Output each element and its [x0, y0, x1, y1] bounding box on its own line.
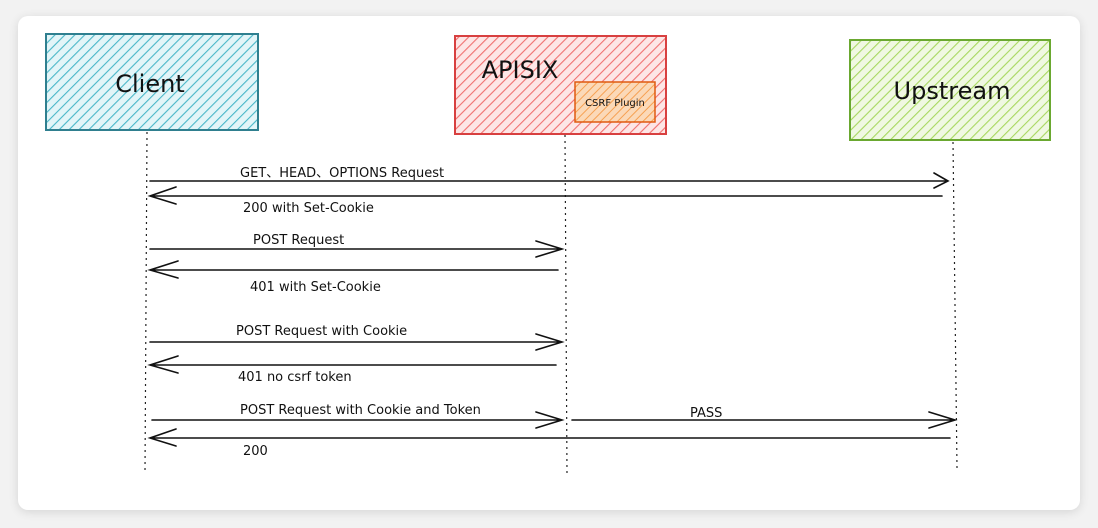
- message-401-no-token: 401 no csrf token: [147, 355, 557, 385]
- message-label: 401 no csrf token: [238, 370, 352, 385]
- arrow-left: [147, 428, 951, 447]
- message-200-set-cookie: 200 with Set-Cookie: [147, 186, 943, 216]
- arrow-left: [147, 355, 557, 374]
- message-post-request: POST Request: [149, 233, 565, 258]
- message-post-with-token: POST Request with Cookie and Token: [151, 403, 565, 429]
- arrow-right: [571, 411, 958, 429]
- arrow-right: [149, 172, 950, 189]
- arrow-right: [151, 411, 565, 429]
- upstream-box: Upstream: [849, 39, 1051, 141]
- message-label: 401 with Set-Cookie: [250, 280, 381, 295]
- apisix-label: APISIX: [482, 56, 559, 84]
- arrow-right: [149, 333, 565, 351]
- csrf-plugin-label: CSRF Plugin: [585, 98, 645, 109]
- message-label: POST Request: [253, 233, 344, 248]
- message-label: GET、HEAD、OPTIONS Request: [240, 166, 444, 181]
- client-label: Client: [115, 70, 184, 98]
- message-label: 200: [243, 444, 268, 459]
- message-200: 200: [147, 428, 951, 459]
- upstream-lifeline: [952, 141, 958, 469]
- upstream-label: Upstream: [894, 77, 1011, 105]
- message-label: POST Request with Cookie: [236, 324, 407, 339]
- message-label: 200 with Set-Cookie: [243, 201, 374, 216]
- arrow-right: [149, 240, 565, 258]
- client-box: Client: [45, 33, 259, 131]
- message-pass: PASS: [571, 406, 958, 429]
- arrow-left: [147, 260, 559, 279]
- apisix-lifeline: [564, 134, 568, 476]
- arrow-left: [147, 186, 943, 205]
- apisix-box: APISIX CSRF Plugin: [454, 35, 667, 135]
- message-get-head-options: GET、HEAD、OPTIONS Request: [149, 166, 950, 189]
- message-label: POST Request with Cookie and Token: [240, 403, 481, 418]
- client-lifeline: [144, 131, 148, 473]
- message-label: PASS: [690, 406, 722, 421]
- message-post-with-cookie: POST Request with Cookie: [149, 324, 565, 351]
- message-401-set-cookie: 401 with Set-Cookie: [147, 260, 559, 295]
- csrf-plugin-box: CSRF Plugin: [574, 81, 656, 123]
